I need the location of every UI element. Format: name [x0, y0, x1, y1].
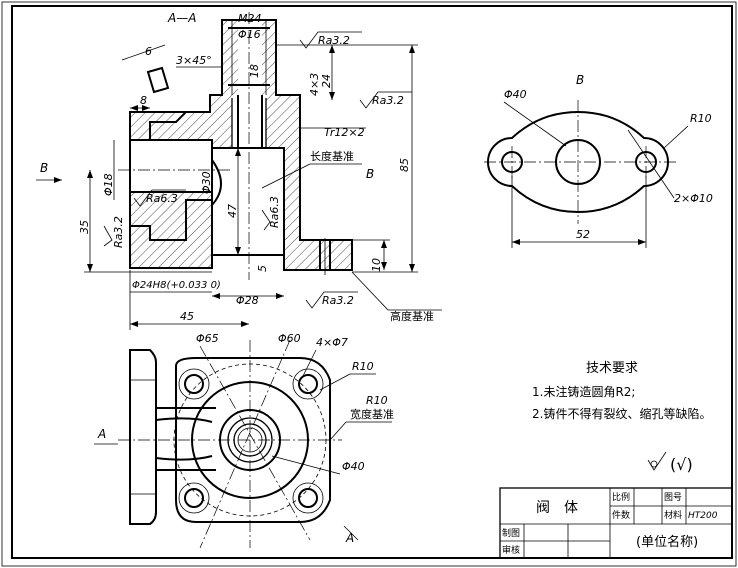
width-datum: 宽度基准 — [350, 407, 394, 421]
dim-24: 24 — [320, 74, 333, 88]
dim-chamfer: 3×45° — [176, 54, 212, 67]
tb-drawn-label: 制图 — [502, 527, 520, 539]
view-b-label: B — [576, 73, 584, 87]
ra-left-63: Ra6.3 — [146, 192, 178, 205]
view-b: B Φ40 R10 2×Φ10 52 — [484, 73, 713, 248]
section-label: A—A — [167, 11, 196, 25]
top-phi40: Φ40 — [342, 460, 365, 473]
tb-checked-label: 审核 — [502, 544, 520, 556]
tb-part-name: 阀 体 — [536, 500, 578, 516]
tb-company: (单位名称) — [636, 534, 698, 550]
ra-cavity-63: Ra6.3 — [268, 196, 281, 228]
label-a-right: A — [345, 531, 354, 545]
ra-right: Ra3.2 — [372, 94, 404, 107]
dim-4x3: 4×3 — [308, 73, 321, 96]
general-roughness-text: (√) — [670, 455, 693, 474]
dim-47: 47 — [226, 204, 239, 218]
section-view-a-a: A—A M24 Φ16 3×45° 18 24 4×3 — [36, 11, 442, 330]
technical-requirements: 技术要求 1.未注铸造圆角R2; 2.铸件不得有裂纹、缩孔等缺陷。 — [532, 361, 711, 421]
dim-6: 6 — [145, 45, 152, 58]
height-datum: 高度基准 — [390, 309, 434, 323]
tech-req-item2: 2.铸件不得有裂纹、缩孔等缺陷。 — [532, 406, 711, 421]
top-phi65: Φ65 — [196, 332, 219, 345]
dim-phi18: Φ18 — [102, 173, 115, 196]
dim-tr12: Tr12×2 — [324, 126, 365, 139]
top-r10-a: R10 — [352, 360, 374, 373]
dim-phi16: Φ16 — [238, 28, 261, 41]
dim-85: 85 — [398, 158, 411, 172]
dim-m24: M24 — [238, 12, 262, 25]
label-b-arrow: B — [40, 161, 48, 175]
dim-phi30: Φ30 — [200, 171, 213, 194]
view-b-holes: 2×Φ10 — [674, 192, 713, 205]
ra-left-32: Ra3.2 — [112, 216, 125, 248]
top-phi60: Φ60 — [278, 332, 301, 345]
label-b-right: B — [366, 167, 374, 181]
top-view: Φ65 Φ60 4×Φ7 R10 R10 宽度基准 Φ40 A A — [94, 332, 394, 549]
tb-material-value: HT200 — [688, 511, 718, 521]
dim-18: 18 — [248, 64, 261, 78]
top-holes: 4×Φ7 — [316, 336, 348, 349]
length-datum: 长度基准 — [310, 149, 354, 163]
label-a-left: A — [97, 427, 106, 441]
dim-phi24h8: Φ24H8(+0.033 0) — [132, 280, 221, 291]
dim-5: 5 — [256, 265, 269, 272]
inner-border — [11, 5, 733, 559]
tb-drawing-no-label: 图号 — [664, 492, 682, 503]
dim-35: 35 — [78, 220, 91, 234]
top-r10-b: R10 — [366, 394, 388, 407]
tb-scale-label: 比例 — [612, 491, 630, 503]
flange-outline — [487, 110, 669, 214]
view-b-r10: R10 — [690, 112, 712, 125]
dim-45: 45 — [180, 310, 194, 323]
view-b-phi40: Φ40 — [504, 88, 527, 101]
ra-top: Ra3.2 — [318, 34, 350, 47]
dim-10: 10 — [370, 258, 383, 272]
main-cavity — [211, 147, 285, 256]
general-roughness: (√) — [647, 451, 693, 474]
body-hatch-left-top — [130, 95, 232, 148]
tech-req-item1: 1.未注铸造圆角R2; — [532, 384, 635, 399]
tb-quantity-label: 件数 — [612, 509, 630, 521]
ra-bottom: Ra3.2 — [322, 294, 354, 307]
title-block: 阀 体 比例 图号 件数 材料 HT200 制图 审核 (单位名称) — [499, 487, 733, 559]
body-hatch-top-neck — [222, 20, 276, 95]
tb-material-label: 材料 — [664, 509, 682, 521]
body-outline — [129, 19, 353, 271]
view-b-52: 52 — [576, 228, 590, 241]
body-hatch-left-mid — [130, 192, 212, 268]
dim-8: 8 — [140, 94, 147, 107]
body-hatch-right — [266, 95, 352, 270]
tech-req-title: 技术要求 — [586, 361, 638, 376]
